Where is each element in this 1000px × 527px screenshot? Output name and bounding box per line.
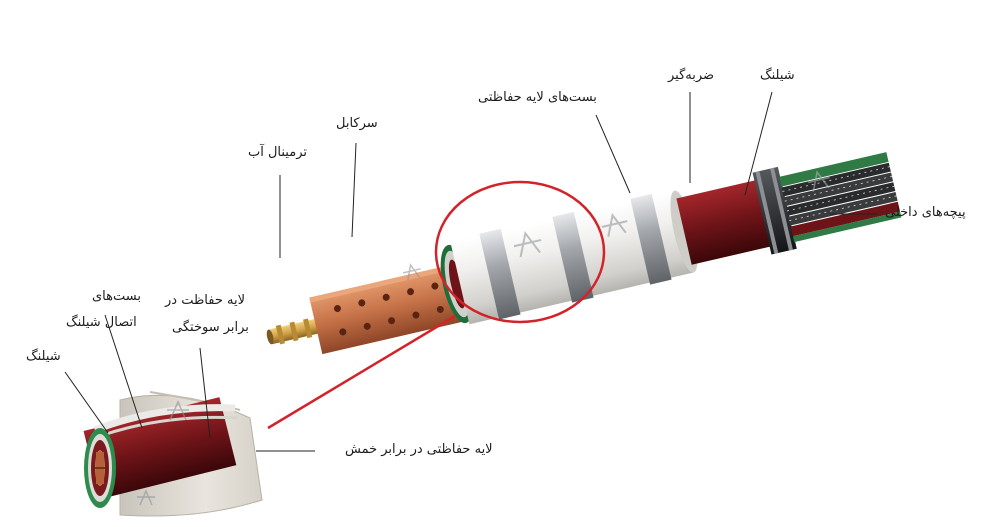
leader-burn-protection bbox=[199, 347, 211, 439]
leader-hose-bands bbox=[104, 314, 143, 429]
water-terminal bbox=[266, 318, 321, 345]
watermark-logo bbox=[513, 231, 542, 258]
cable-lug bbox=[309, 263, 469, 355]
label-cable-lug: سرکابل bbox=[336, 116, 378, 131]
leader-hose bbox=[744, 91, 773, 196]
label-bend-protection: لایه حفاظتی در برابر خمش bbox=[345, 442, 493, 457]
highlight-circle bbox=[434, 180, 606, 324]
label-burn-protection-1: لایه حفاظت در bbox=[165, 293, 246, 308]
highlight-connector bbox=[267, 314, 456, 430]
label-shock-absorber: ضربه‌گیر bbox=[668, 68, 715, 83]
label-water-terminal: ترمینال آب bbox=[248, 145, 307, 160]
label-hose-connection-bands-2: اتصال شیلنگ bbox=[66, 315, 137, 330]
label-protective-layer-bands: بست‌های لایه حفاظتی bbox=[478, 90, 597, 105]
leader-cable-lug bbox=[351, 142, 357, 238]
watermark-logo bbox=[601, 212, 628, 237]
leader-lines bbox=[64, 91, 878, 452]
leader-bands bbox=[595, 114, 631, 194]
protective-layer-bands bbox=[479, 193, 672, 320]
label-hose-inset: شیلنگ bbox=[26, 349, 61, 364]
inset-cutaway bbox=[83, 391, 263, 517]
label-hose-connection-bands-1: بست‌های bbox=[92, 289, 141, 304]
label-burn-protection-2: برابر سوختگی bbox=[172, 320, 249, 335]
leader-hose-inset bbox=[64, 371, 109, 434]
shock-absorber bbox=[752, 166, 797, 255]
main-cable bbox=[266, 152, 902, 355]
watermark-logo bbox=[807, 170, 830, 192]
inner-windings bbox=[779, 152, 902, 243]
inner-insulation bbox=[676, 179, 775, 265]
label-hose: شیلنگ bbox=[760, 68, 795, 83]
watermark-logo bbox=[402, 263, 421, 281]
label-inner-windings: پیچه‌های داخلی bbox=[885, 205, 966, 220]
